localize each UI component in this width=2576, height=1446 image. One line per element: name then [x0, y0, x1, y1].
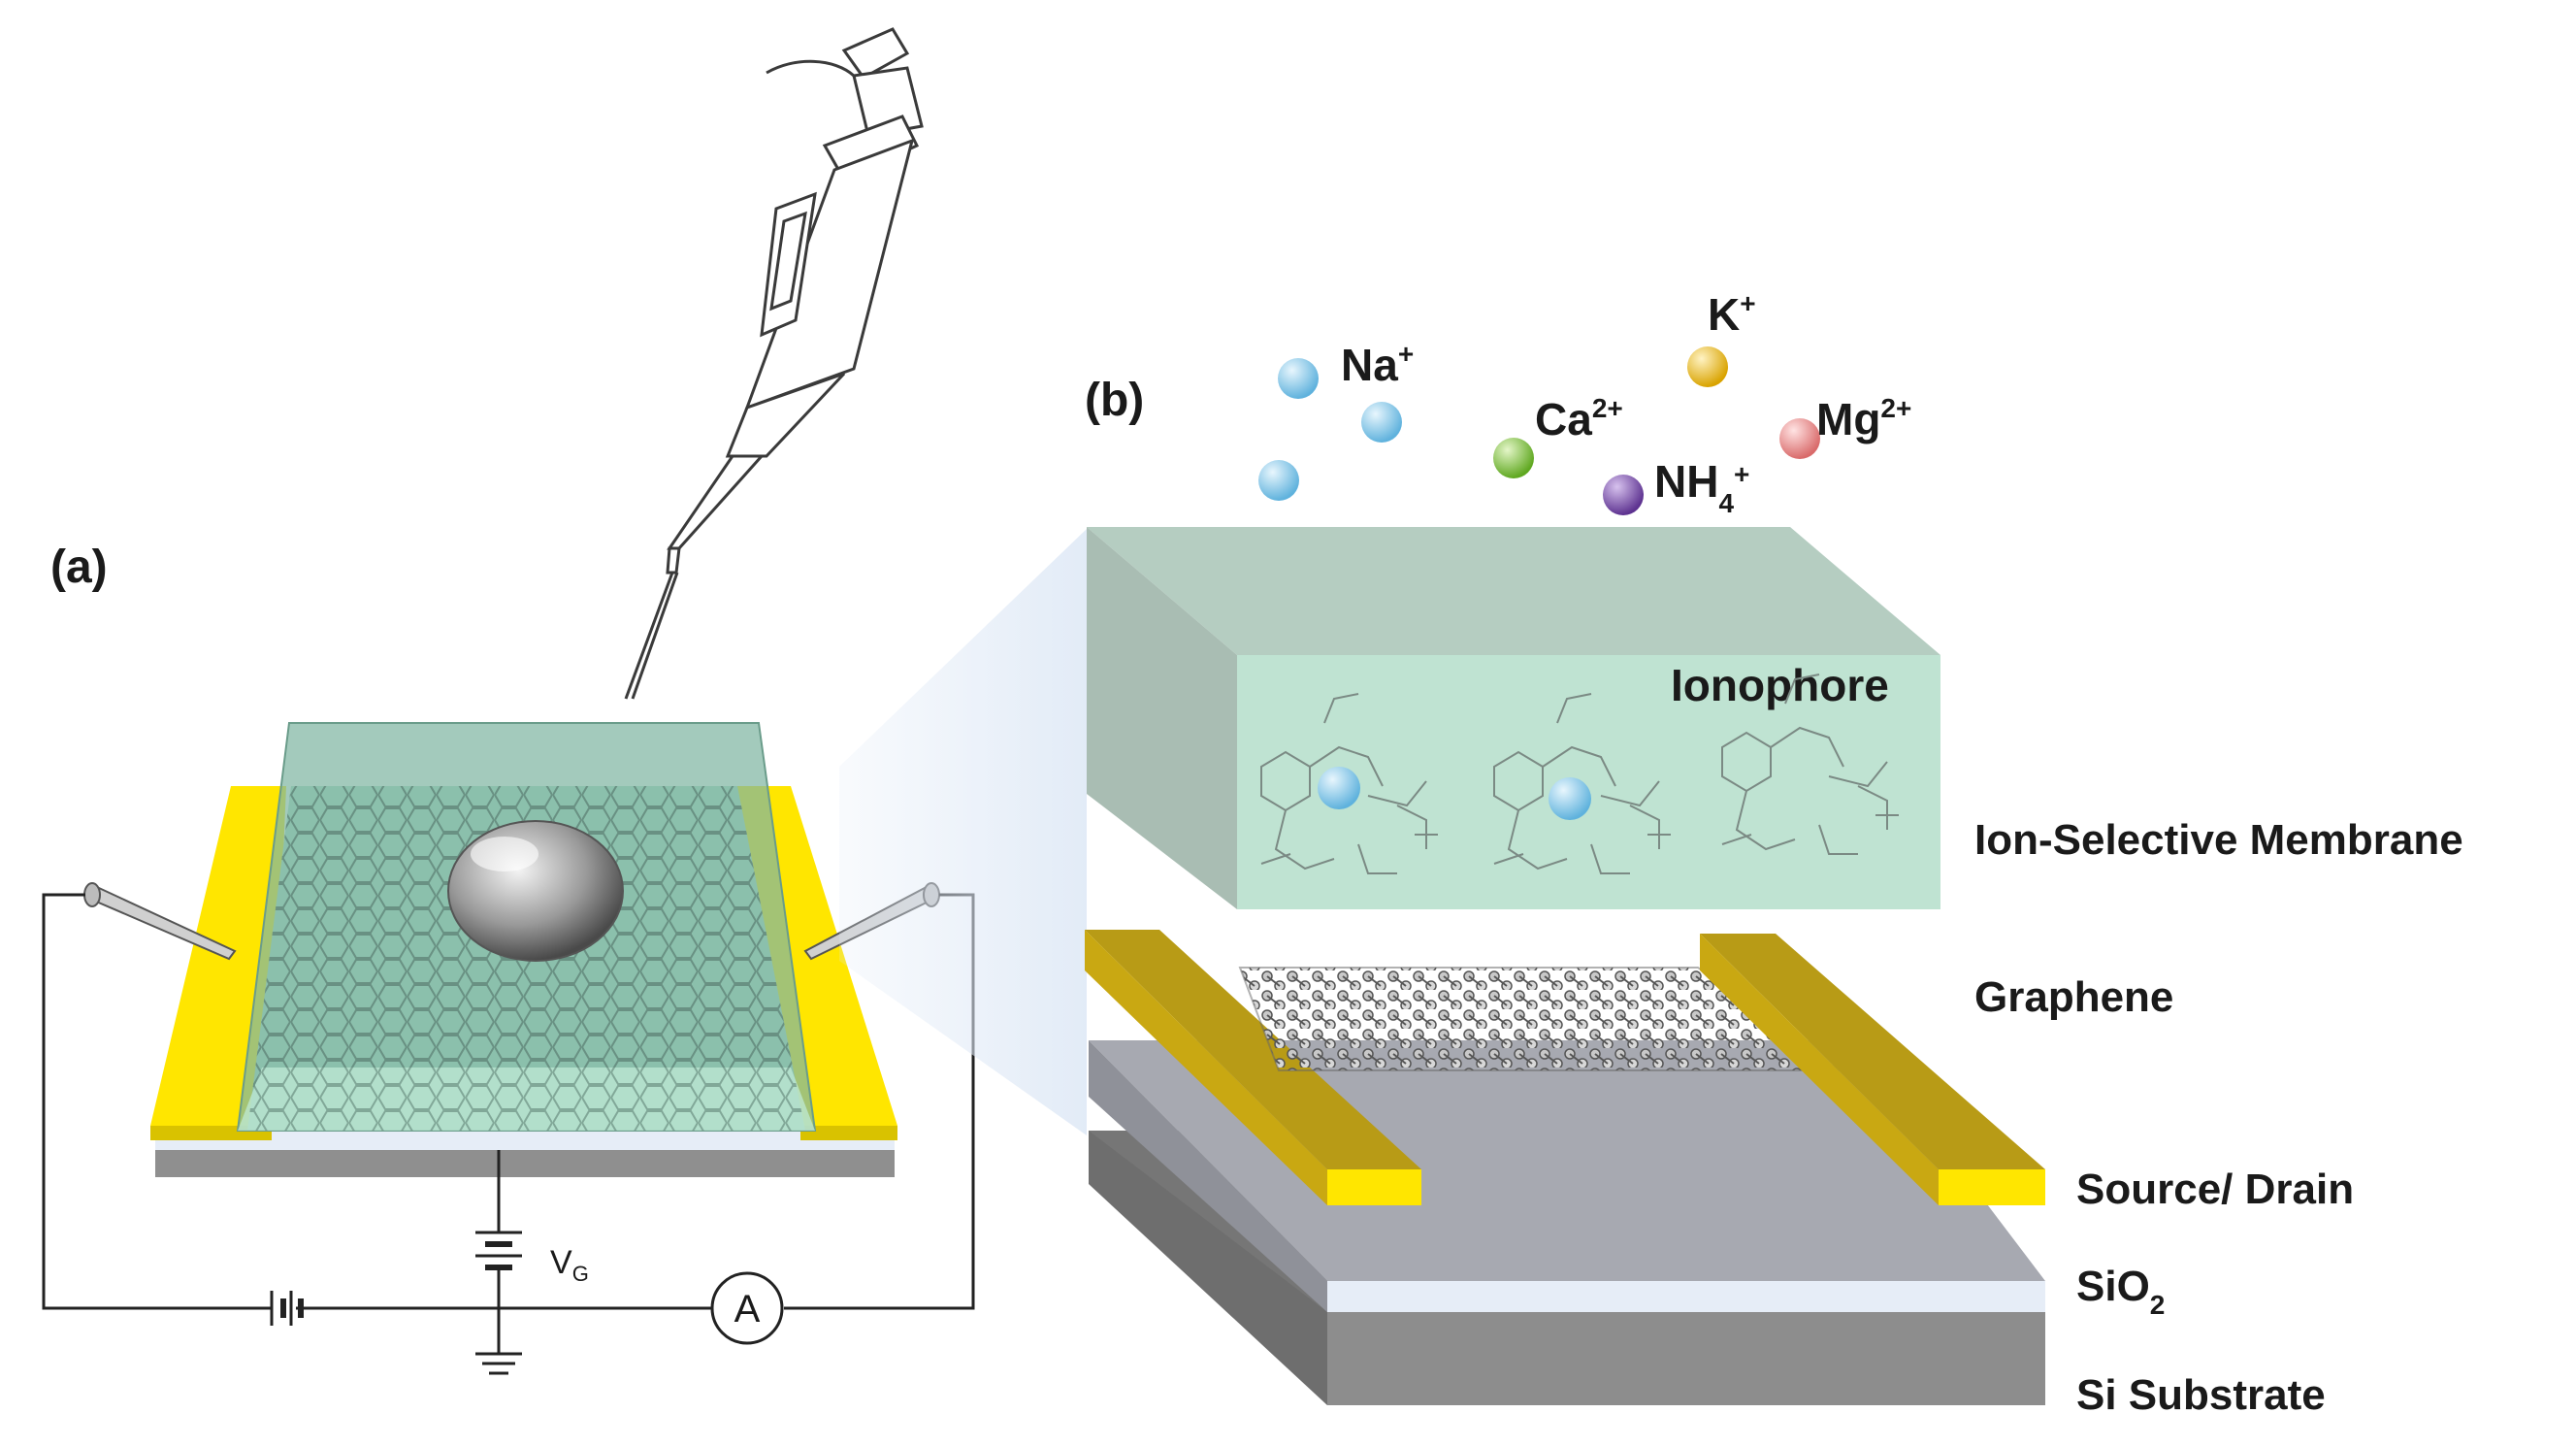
panel-b-label: (b): [1085, 375, 1144, 426]
bound-na-ion-1: [1318, 767, 1360, 809]
nh4-ion: [1603, 475, 1644, 515]
ammeter-symbol: [710, 1271, 784, 1345]
measurement-circuit: [42, 893, 975, 1375]
ca-ion-label: Ca2+: [1535, 393, 1623, 444]
ionophore-molecules: [1260, 674, 1899, 874]
pipette-illustration: [624, 27, 924, 700]
membrane-layer-label: Ion-Selective Membrane: [1974, 816, 2463, 864]
ca-ion: [1493, 438, 1534, 478]
panel-a-label: (a): [50, 542, 108, 593]
mg-ion: [1779, 418, 1820, 459]
sample-droplet: [447, 820, 624, 962]
k-ion-label: K+: [1708, 288, 1756, 340]
na-ion-2: [1361, 402, 1402, 443]
nh4-ion-label: NH4+: [1654, 456, 1749, 518]
device-a-stack: [150, 722, 897, 1177]
zoom-indicator: [839, 529, 1087, 1135]
source-drain-label: Source/ Drain: [2076, 1166, 2354, 1213]
source-electrode-b: [1085, 930, 1421, 1205]
mg-ion-label: Mg2+: [1816, 393, 1911, 444]
na-ion-label: Na+: [1341, 339, 1414, 390]
k-ion: [1687, 346, 1728, 387]
drain-electrode-b: [1700, 934, 2045, 1205]
si-substrate-label: Si Substrate: [2076, 1371, 2326, 1419]
graphene-layer-label: Graphene: [1974, 973, 2173, 1021]
ionophore-label: Ionophore: [1671, 660, 1889, 710]
ion-markers: [1258, 346, 1820, 515]
probe-left: [83, 882, 237, 961]
na-ion-3: [1258, 460, 1299, 501]
ammeter-label: A: [734, 1288, 761, 1331]
ion-selective-membrane-block: [1087, 527, 1940, 909]
na-ion-1: [1278, 358, 1319, 399]
bound-na-ion-2: [1549, 777, 1591, 820]
sio2-layer-label: SiO2: [2076, 1263, 2165, 1320]
gate-voltage-label: VG: [550, 1244, 589, 1286]
